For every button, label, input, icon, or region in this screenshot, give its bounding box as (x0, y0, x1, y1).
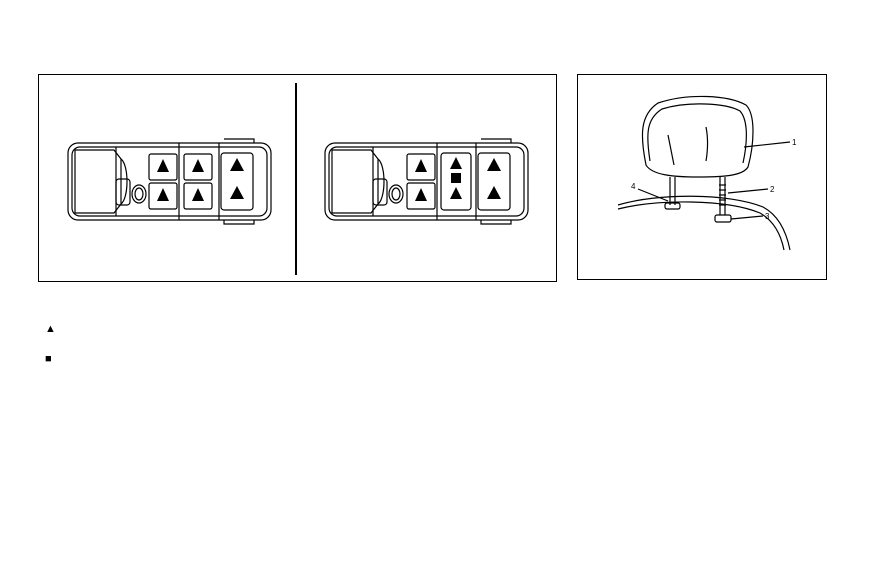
head-restraint-panel: 1 2 3 4 (577, 74, 827, 280)
callout-3: 3 (765, 212, 770, 221)
seating-diagrams (67, 138, 529, 225)
seat-markers-right (415, 157, 501, 201)
callout-4: 4 (631, 182, 636, 191)
panel-divider (295, 83, 297, 275)
legend-item-square: ■ (45, 354, 55, 365)
vehicle-top-view-right (324, 138, 529, 225)
headrest-callouts: 1 2 3 4 (631, 138, 797, 221)
callout-2: 2 (770, 185, 775, 194)
triangle-icon: ▲ (45, 323, 56, 335)
square-icon: ■ (45, 353, 52, 365)
callout-1: 1 (792, 138, 797, 147)
head-restraint-diagram: 1 2 3 4 (617, 95, 797, 251)
vehicle-top-view-left (67, 138, 272, 225)
legend-item-triangle: ▲ (45, 323, 56, 335)
seating-diagram-panel (38, 74, 557, 282)
seat-triangles-left (157, 158, 244, 201)
